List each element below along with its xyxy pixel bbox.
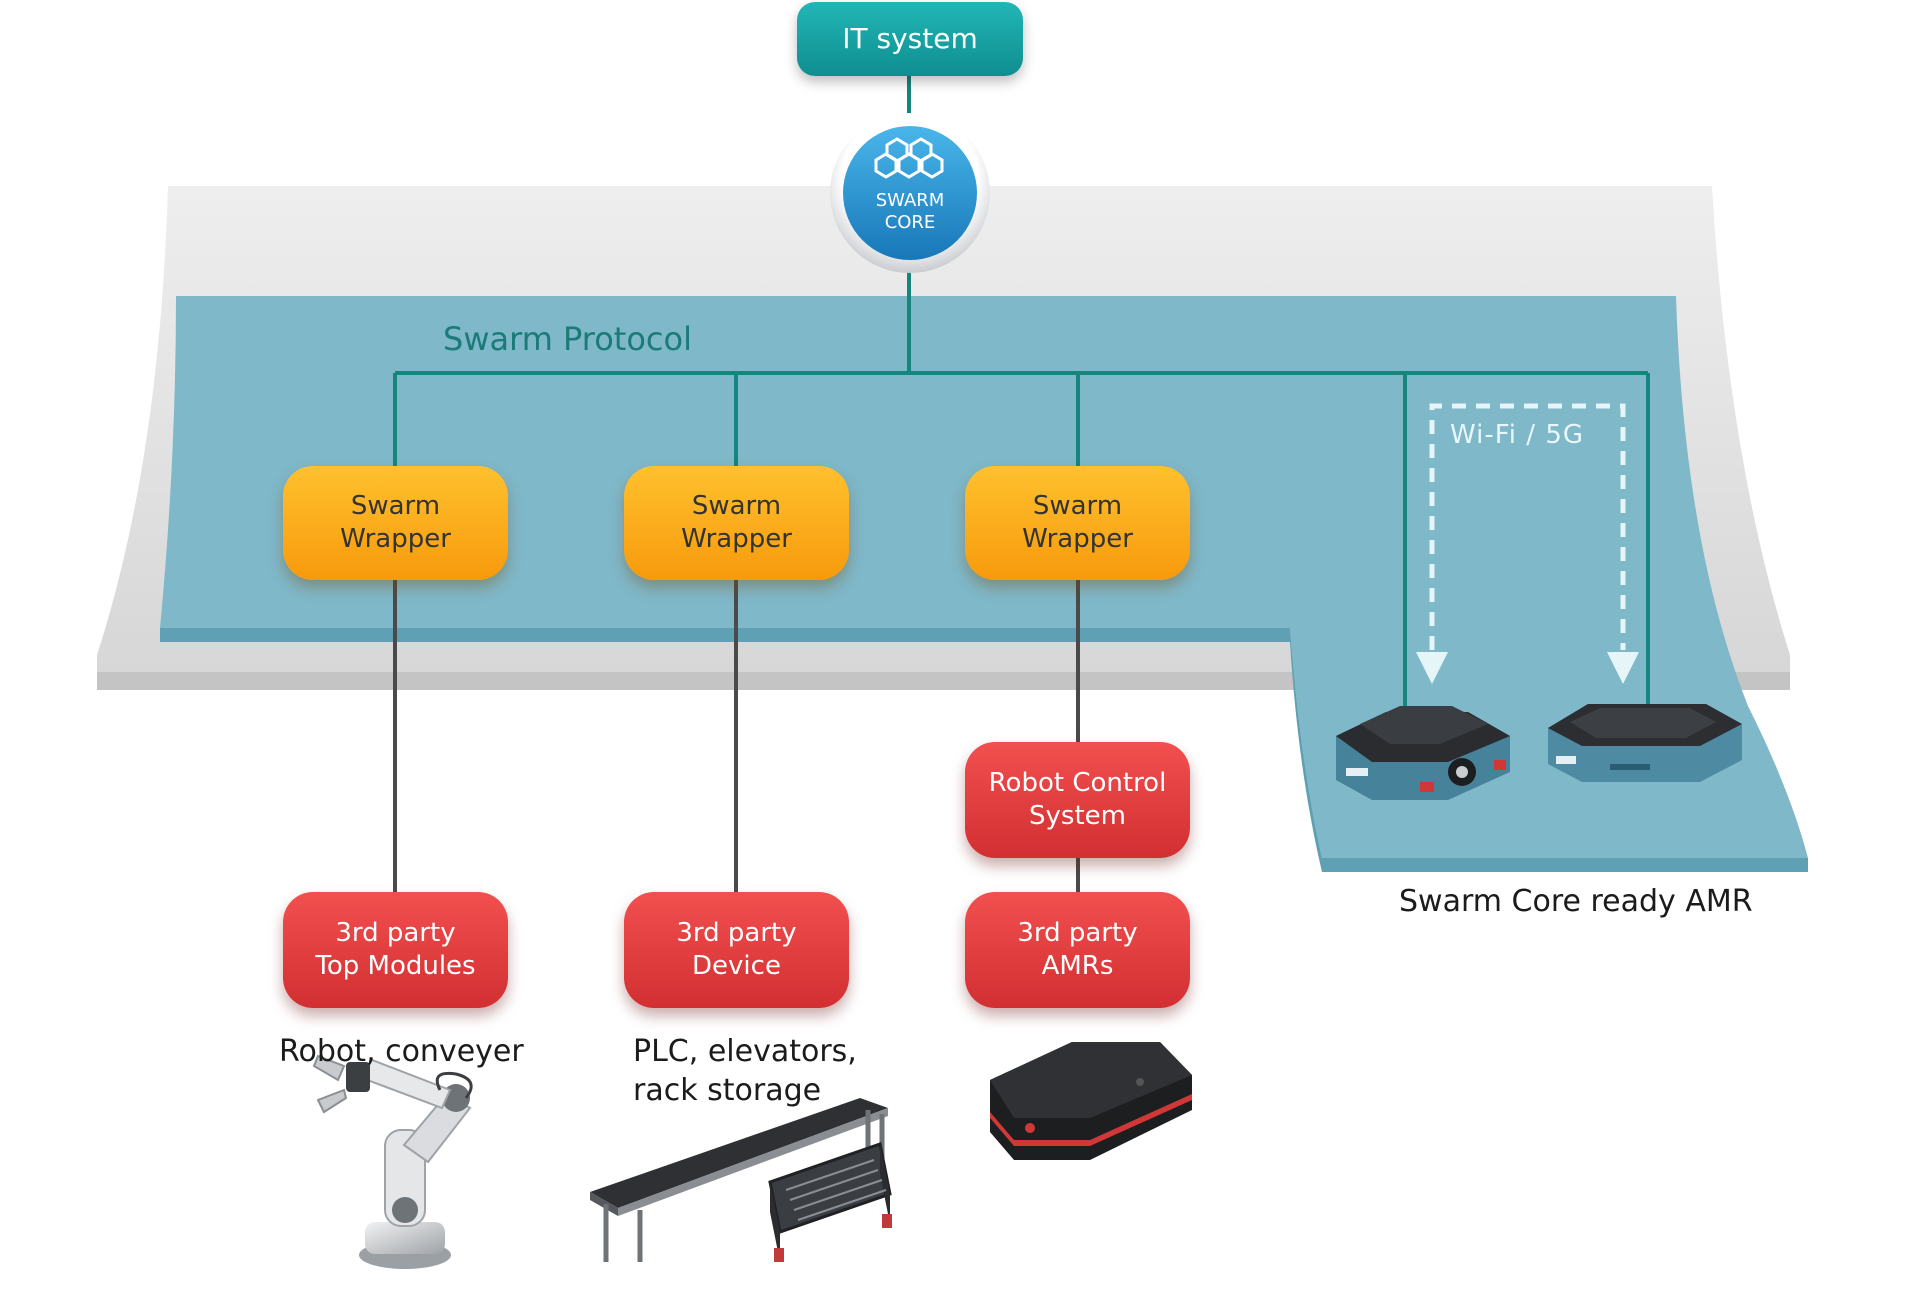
caption-line2: rack storage	[633, 1073, 822, 1108]
wifi-label: Wi-Fi / 5G	[1450, 420, 1585, 450]
third-party-device-box[interactable]: 3rd party Device	[624, 892, 849, 1008]
wifi-dashed-path	[1429, 403, 1626, 650]
third-party-line2: Device	[692, 951, 781, 981]
swarm-wrapper-1[interactable]: Swarm Wrapper	[283, 466, 508, 580]
black-amr-image	[990, 1042, 1192, 1160]
robot-arm-image	[312, 1054, 473, 1269]
wifi-arrow-right-icon	[1607, 652, 1639, 684]
caption-swarm-core-ready-amr: Swarm Core ready AMR	[1399, 884, 1753, 919]
conveyor-image	[590, 1098, 892, 1262]
robot-control-system-box[interactable]: Robot Control System	[965, 742, 1190, 858]
caption-robot-conveyer: Robot, conveyer	[279, 1032, 524, 1071]
protocol-lines	[393, 76, 1650, 718]
wifi-arrow-left-icon	[1416, 652, 1448, 684]
wrapper-label-line2: Wrapper	[681, 524, 792, 554]
third-party-line1: 3rd party	[1017, 917, 1138, 948]
wrapper-label-line1: Swarm	[1032, 490, 1123, 521]
third-party-line2: AMRs	[1041, 951, 1114, 981]
third-party-line1: 3rd party	[335, 917, 456, 948]
caption-line1: Robot, conveyer	[279, 1034, 524, 1069]
wrapper-label-line1: Swarm	[350, 490, 441, 521]
blue-amr-image-2	[1548, 704, 1742, 782]
swarm-wrapper-2[interactable]: Swarm Wrapper	[624, 466, 849, 580]
swarm-core-line2: CORE	[884, 211, 936, 233]
blue-amr-image	[1336, 706, 1510, 800]
robot-control-line2: System	[1029, 801, 1126, 831]
robot-control-line1: Robot Control	[988, 767, 1167, 798]
wrapper-label-line2: Wrapper	[340, 524, 451, 554]
third-party-top-modules-box[interactable]: 3rd party Top Modules	[283, 892, 508, 1008]
swarm-core-logo	[830, 113, 990, 273]
swarm-wrapper-3[interactable]: Swarm Wrapper	[965, 466, 1190, 580]
swarm-protocol-label: Swarm Protocol	[443, 320, 692, 358]
swarm-core-line1: SWARM	[875, 190, 945, 211]
caption-plc: PLC, elevators, rack storage	[633, 1032, 857, 1110]
swarm-core-text: SWARM CORE	[860, 190, 960, 233]
third-party-line1: 3rd party	[676, 917, 797, 948]
it-system-label: IT system	[842, 22, 978, 56]
wrapper-label-line2: Wrapper	[1022, 524, 1133, 554]
wrapper-label-line1: Swarm	[691, 490, 782, 521]
it-system-box[interactable]: IT system	[797, 2, 1023, 76]
caption-line1: PLC, elevators,	[633, 1034, 857, 1069]
third-party-amrs-box[interactable]: 3rd party AMRs	[965, 892, 1190, 1008]
third-party-line2: Top Modules	[315, 951, 476, 981]
device-lines	[393, 580, 1080, 892]
